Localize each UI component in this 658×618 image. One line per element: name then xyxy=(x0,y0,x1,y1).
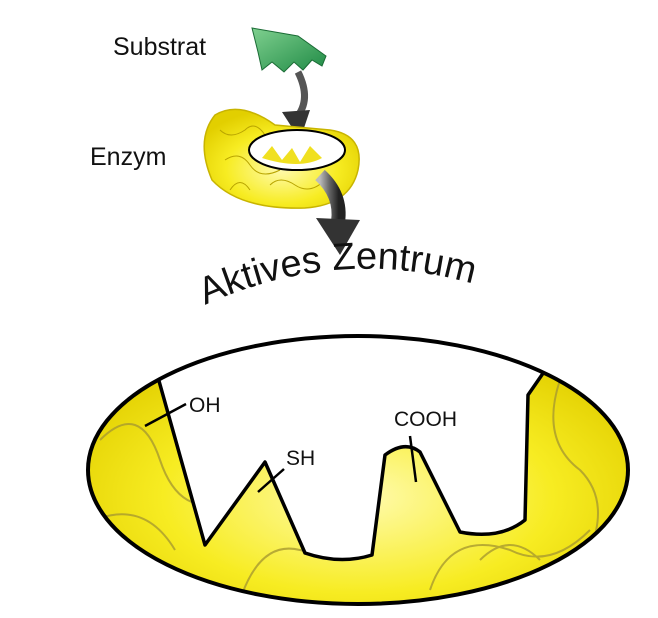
oh-bond-line xyxy=(144,402,187,428)
substrate-shape xyxy=(251,27,327,73)
enzyme-label: Enzym xyxy=(90,143,166,171)
cooh-bond-line xyxy=(408,435,418,483)
active-site-detail xyxy=(86,334,630,606)
arrow-down-icon xyxy=(282,70,310,140)
cooh-group-label: COOH xyxy=(394,408,457,431)
substrate-label: Substrat xyxy=(113,33,206,61)
binding-pocket xyxy=(88,336,628,562)
sh-group-label: SH xyxy=(286,447,315,470)
sh-bond-line xyxy=(257,468,285,493)
arrow-down-icon xyxy=(315,169,360,255)
active-site-label: Aktives Zentrum xyxy=(192,236,481,313)
oh-group-label: OH xyxy=(189,394,221,417)
